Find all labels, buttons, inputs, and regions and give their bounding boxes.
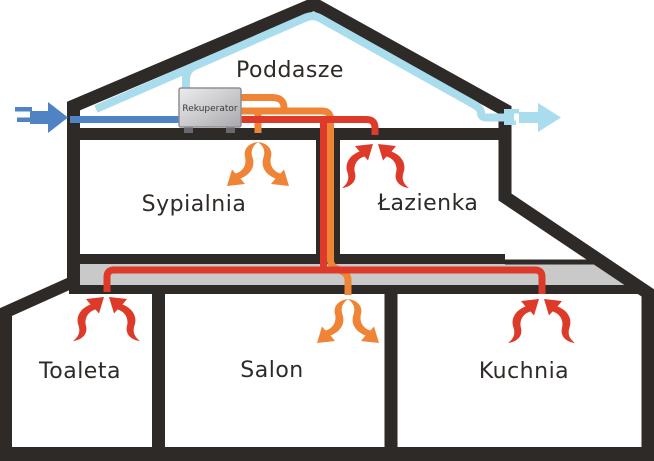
supply-pipe-main [241, 107, 352, 295]
intake-arrow [30, 102, 68, 133]
bedroom-supply-arrow-left [227, 142, 258, 186]
recuperator-box [178, 87, 242, 128]
extract-pipe-slab [103, 266, 546, 294]
floor-slab [75, 263, 637, 286]
kitchen-extract-arrow-left [508, 299, 539, 343]
toilet-extract-arrow-right [109, 297, 140, 341]
recuperator-foot-left [184, 126, 193, 133]
livingroom-supply-arrow-left [317, 299, 348, 343]
livingroom-supply-arrow-right [348, 299, 379, 343]
extract-pipe-attic [238, 116, 379, 135]
toilet-extract-arrow-left [73, 297, 104, 341]
extract-pipe-group [103, 116, 546, 294]
bedroom-supply-arrow-right [258, 142, 289, 186]
recuperator-label: Rekuperator [182, 104, 238, 114]
intake-arrow-group [15, 102, 68, 133]
label-livingroom: Salon [240, 358, 303, 383]
supply-vent-arrows [227, 142, 379, 343]
exhaust-speed-line-bottom [504, 120, 516, 125]
label-bathroom: Łazienka [377, 191, 479, 216]
label-attic: Poddasze [236, 58, 344, 83]
ground-slab [0, 447, 654, 461]
bathroom-extract-arrow-left [342, 144, 373, 188]
intake-speed-line-top [15, 107, 32, 112]
bathroom-extract-arrow-right [378, 144, 409, 188]
exhaust-connector-pipe [182, 60, 200, 97]
label-kitchen: Kuchnia [479, 359, 569, 384]
exhaust-speed-line-top [504, 109, 519, 114]
recuperator-foot-right [226, 126, 235, 133]
exhaust-arrow [519, 103, 561, 132]
exhaust-pipe-group [94, 12, 514, 122]
annex-outline [0, 275, 78, 452]
exhaust-arrow-group [504, 103, 561, 132]
label-toilet: Toaleta [38, 359, 121, 384]
kitchen-extract-arrow-right [544, 299, 575, 343]
label-bedroom: Sypialnia [142, 192, 247, 217]
room-labels: Poddasze Sypialnia Łazienka Toaleta Salo… [38, 58, 569, 384]
exhaust-roof-pipe [94, 12, 514, 122]
intake-speed-line-bottom [17, 117, 30, 122]
recuperator-unit: Rekuperator [178, 87, 242, 133]
